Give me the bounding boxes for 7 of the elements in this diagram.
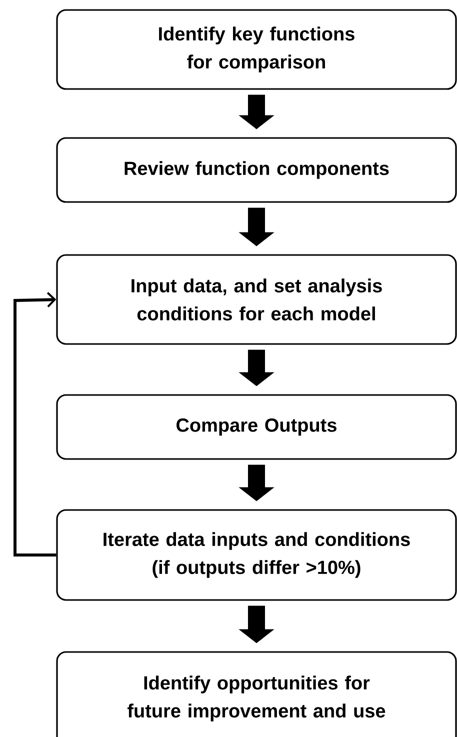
process-box: Identify opportunities for future improvement and use [56, 651, 457, 737]
process-box: Input data, and set analysis conditions for each model [56, 254, 457, 345]
arrow [14, 292, 56, 556]
process-box: Compare Outputs [56, 394, 457, 460]
process-box: Identify key functions for comparison [56, 9, 457, 90]
process-box: Iterate data inputs and conditions (if outputs differ >10%) [56, 509, 457, 601]
process-box: Review function components [56, 137, 457, 203]
